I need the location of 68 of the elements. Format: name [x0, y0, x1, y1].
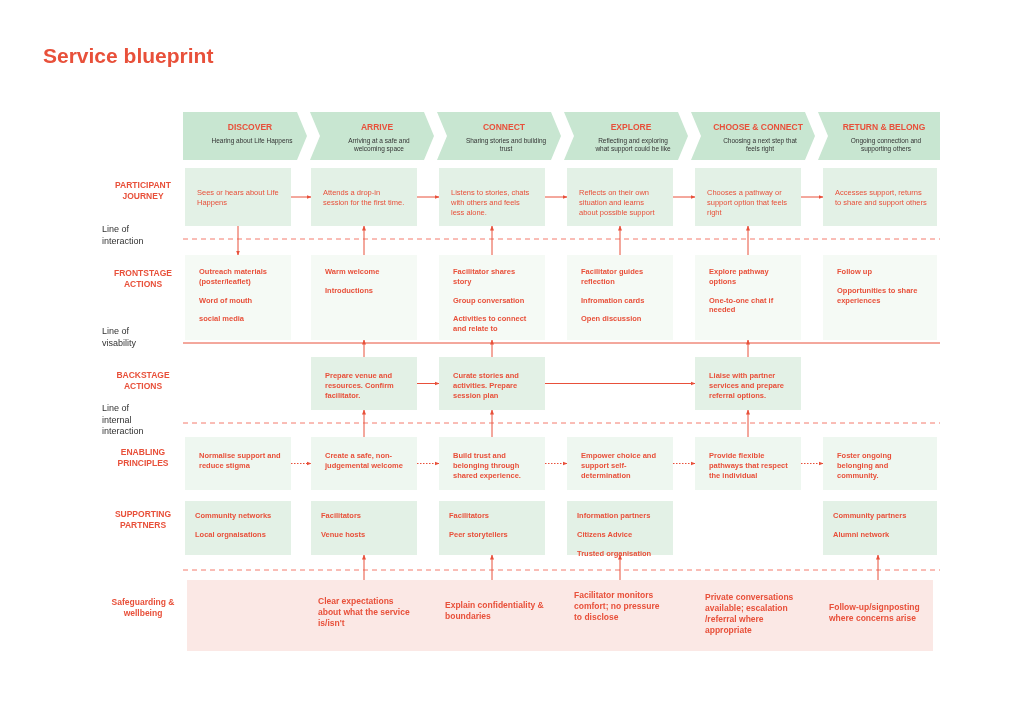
- arrow: [746, 225, 750, 256]
- principle-box: [823, 437, 937, 490]
- row-heading: ENABLING PRINCIPLES: [116, 447, 170, 470]
- stage-title: CONNECT: [482, 122, 526, 132]
- principle-box: [185, 437, 291, 490]
- frontstage-box: [185, 255, 291, 340]
- frontstage-box: [567, 255, 673, 340]
- principle-box: [439, 437, 545, 490]
- backstage-box: [695, 357, 801, 410]
- stage-title: EXPLORE: [609, 122, 653, 132]
- row-heading: Safeguarding & wellbeing: [110, 597, 176, 620]
- safeguarding-text: Clear expectations about what the service is/isn't: [318, 596, 410, 630]
- journey-box: [439, 168, 545, 226]
- arrow: [362, 409, 366, 438]
- line-label: Line of interaction: [102, 224, 145, 248]
- backstage-box: [439, 357, 545, 410]
- safeguarding-text: Explain confidentiality & boundaries: [445, 600, 545, 623]
- partner-box: [185, 501, 291, 555]
- arrow: [490, 409, 494, 438]
- line-label: Line of visability: [102, 326, 137, 350]
- arrow: [416, 381, 440, 386]
- frontstage-box: [311, 255, 417, 340]
- journey-box: [695, 168, 801, 226]
- arrow: [236, 225, 240, 256]
- arrow: [746, 409, 750, 438]
- arrow: [490, 554, 494, 581]
- principle-box: [567, 437, 673, 490]
- frontstage-box: [695, 255, 801, 340]
- frontstage-box: [439, 255, 545, 340]
- arrow: [618, 554, 622, 581]
- partner-box: [823, 501, 937, 555]
- backstage-box: [311, 357, 417, 410]
- safeguarding-text: Private conversations available; escalation /referral where appropriate: [705, 592, 805, 637]
- journey-box: [823, 168, 937, 226]
- journey-box: [311, 168, 417, 226]
- journey-box: [185, 168, 291, 226]
- arrow: [544, 381, 696, 386]
- arrow: [362, 554, 366, 581]
- arrow: [800, 195, 824, 199]
- stage-title: CHOOSE & CONNECT: [712, 122, 804, 132]
- row-heading: FRONTSTAGE ACTIONS: [113, 268, 173, 291]
- arrow: [618, 225, 622, 256]
- row-heading: SUPPORTING PARTNERS: [113, 509, 173, 532]
- arrow: [544, 195, 568, 199]
- arrow: [876, 554, 880, 581]
- partner-box: [439, 501, 545, 555]
- line-label: Line of internal interaction: [102, 403, 145, 439]
- arrow: [490, 225, 494, 256]
- stage-title: RETURN & BELONG: [841, 122, 927, 132]
- safeguarding-text: Follow-up/signposting where concerns arise: [829, 602, 939, 625]
- arrow: [416, 195, 440, 199]
- safeguarding-text: Facilitator monitors comfort; no pressure to disclose: [574, 590, 666, 624]
- arrow: [672, 195, 696, 199]
- safeguarding-band: [187, 580, 933, 651]
- stage-title: ARRIVE: [359, 122, 395, 132]
- row-heading: PARTICIPANT JOURNEY: [114, 180, 172, 203]
- principle-box: [311, 437, 417, 490]
- page-title: Service blueprint: [43, 44, 214, 68]
- arrow: [362, 339, 366, 358]
- principle-box: [695, 437, 801, 490]
- partner-box: [311, 501, 417, 555]
- arrow: [290, 195, 312, 199]
- arrow: [490, 339, 494, 358]
- stage-title: DISCOVER: [226, 122, 274, 132]
- journey-box: [567, 168, 673, 226]
- arrow: [362, 225, 366, 256]
- row-heading: BACKSTAGE ACTIONS: [115, 370, 171, 393]
- arrow: [746, 339, 750, 358]
